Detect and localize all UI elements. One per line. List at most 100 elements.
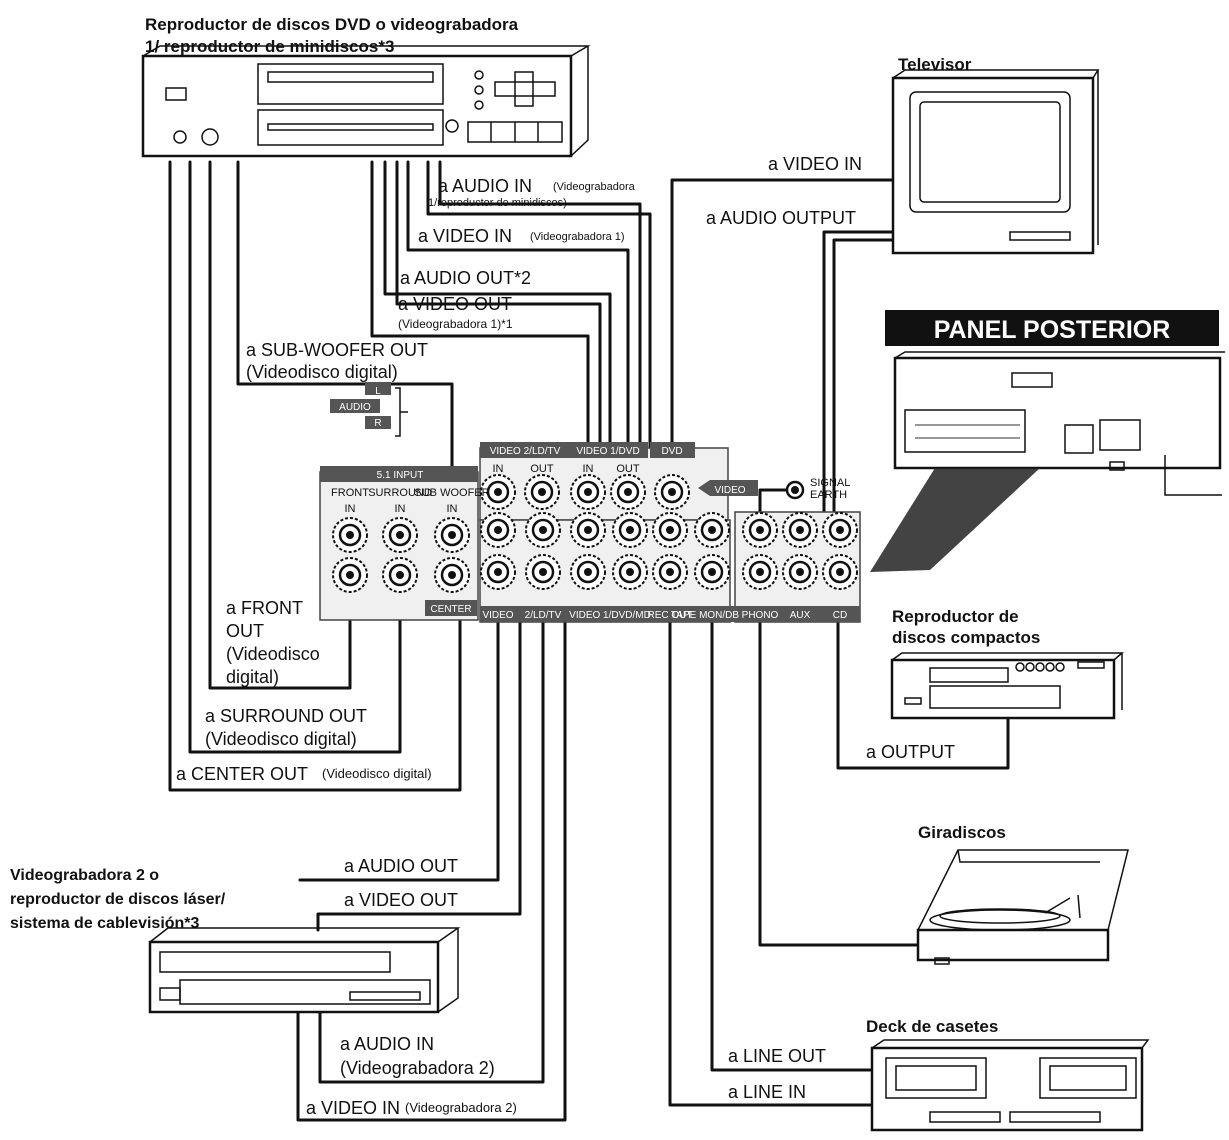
panel-subwoofer-label: SUB WOOFER [414, 487, 489, 499]
label-audio-in-vcr1-sub1: (Videograbadora [553, 181, 636, 193]
jack-dvd-video-in [654, 474, 690, 510]
jack-surround-r [382, 557, 418, 593]
jack-center [434, 557, 470, 593]
cable-tv-video-in [670, 178, 897, 494]
receiver-panel-labels: L AUDIO R 5.1 INPUT FRONT SURROUND SUB W… [331, 386, 850, 621]
jack-front-l [332, 517, 368, 553]
zoom-connector-shape [870, 468, 1040, 572]
tape-title: Deck de casetes [866, 1017, 998, 1036]
label-audio-out-2: a AUDIO OUT*2 [400, 268, 531, 288]
jack-phono-r [742, 554, 778, 590]
dvd-title-line1: Reproductor de discos DVD o videograbado… [145, 15, 519, 34]
jack-surround-l [382, 517, 418, 553]
cable-front-out [208, 160, 352, 690]
label-vcr2-audio-out: a AUDIO OUT [344, 856, 458, 876]
television-device [891, 69, 1100, 255]
cable-labels: a AUDIO IN (Videograbadora 1/reproductor… [176, 154, 955, 1118]
cable-vcr1-video-in [406, 160, 630, 492]
panel-video2-in-label: IN [493, 463, 504, 475]
cable-vcr2-audio-in [318, 570, 545, 1084]
label-vcr2-video-out: a VIDEO OUT [344, 890, 458, 910]
panel-video1-out-label: OUT [616, 463, 640, 475]
panel-front-in-label: IN [345, 503, 356, 515]
label-audio-in-vcr1-sub2: 1/reproductor de minidiscos) [428, 197, 567, 209]
label-tape-line-in: a LINE IN [728, 1082, 806, 1102]
panel-surround-in-label: IN [395, 503, 406, 515]
rear-panel-title: PANEL POSTERIOR [934, 316, 1171, 344]
cable-turntable [758, 570, 922, 947]
tv-title: Televisor [898, 55, 972, 74]
panel-bottom-tape-label: TAPE MON/DB [671, 610, 739, 621]
panel-subwoofer-in-label: IN [447, 503, 458, 515]
jack-aux-l [782, 512, 818, 548]
dvd-player-device [141, 45, 591, 158]
cd-player-device [890, 652, 1124, 720]
device-titles: Reproductor de discos DVD o videograbado… [10, 15, 1170, 1036]
jack-video1-video-out [610, 474, 646, 510]
jack-video1-audio-out-l [612, 512, 648, 548]
receiver-jacks [332, 474, 858, 593]
jack-video1-video-in [570, 474, 606, 510]
jack-front-r [332, 557, 368, 593]
label-vcr2-audio-in-2: (Videograbadora 2) [340, 1058, 495, 1078]
jack-video1-audio-out-r [612, 554, 648, 590]
cd-title-line2: discos compactos [892, 628, 1040, 647]
jack-video2-audio-in-l [480, 512, 516, 548]
cable-surround-out [188, 160, 402, 754]
label-audio-in-vcr1: a AUDIO IN [438, 176, 532, 196]
turntable-title: Giradiscos [918, 823, 1006, 842]
dvd-title-line2: 1/ reproductor de minidiscos*3 [145, 37, 394, 56]
label-cd-output: a OUTPUT [866, 742, 955, 762]
panel-earth-label: EARTH [810, 489, 847, 501]
cable-tape-line-out [710, 570, 872, 1072]
panel-signal-label: SIGNAL [810, 477, 850, 489]
panel-center-label: CENTER [430, 604, 471, 615]
label-tv-audio-output: a AUDIO OUTPUT [706, 208, 856, 228]
label-video-out-sub: (Videograbadora 1)*1 [398, 317, 513, 331]
panel-r-label: R [374, 418, 381, 429]
label-video-in-vcr1: a VIDEO IN [418, 226, 512, 246]
tape-deck-device [870, 1039, 1150, 1132]
label-video-out: a VIDEO OUT [398, 294, 512, 314]
cable-vcr1-video-out [370, 160, 590, 494]
jack-video2-audio-out-r [525, 554, 561, 590]
cable-cd-output [836, 570, 1010, 770]
jack-video2-audio-in-r [480, 554, 516, 590]
panel-dvd-label: DVD [661, 446, 682, 457]
label-surround-sub: (Videodisco digital) [205, 729, 357, 749]
vcr2-device [148, 927, 461, 1014]
panel-51-input-label: 5.1 INPUT [377, 470, 424, 481]
label-sub-woofer-out: a SUB-WOOFER OUT [246, 340, 428, 360]
jack-rec-out-l [652, 512, 688, 548]
jack-video2-audio-out-l [525, 512, 561, 548]
label-center-out: a CENTER OUT [176, 764, 308, 784]
jack-video2-video-in [480, 474, 516, 510]
label-vcr2-audio-in-1: a AUDIO IN [340, 1034, 434, 1054]
cd-title-line1: Reproductor de [892, 607, 1019, 626]
jack-video1-audio-in-r [570, 554, 606, 590]
turntable-device [916, 849, 1129, 965]
signal-ground-terminal [785, 480, 805, 500]
vcr2-title-line1: Videograbadora 2 o [10, 867, 159, 884]
label-tape-line-out: a LINE OUT [728, 1046, 826, 1066]
panel-video-tag: VIDEO [714, 485, 745, 496]
jack-rec-out-r [652, 554, 688, 590]
jack-video1-audio-in-l [570, 512, 606, 548]
rear-panel-title-bg [885, 310, 1219, 346]
panel-bottom-video1-label: VIDEO 1/DVD/MD [569, 610, 651, 621]
panel-audio-label: AUDIO [339, 402, 371, 413]
connection-cables [168, 160, 1010, 1122]
label-surround-out: a SURROUND OUT [205, 706, 367, 726]
label-front-out-1: a FRONT [226, 598, 303, 618]
panel-bottom-aux-label: AUX [790, 610, 811, 621]
cable-tape-line-in [668, 570, 872, 1107]
label-vcr2-video-in-sub: (Videograbadora 2) [405, 1100, 517, 1115]
jack-subwoofer [434, 517, 470, 553]
label-center-sub: (Videodisco digital) [322, 766, 432, 781]
label-front-out-4: digital) [226, 667, 279, 687]
panel-bottom-cd-label: CD [833, 610, 847, 621]
panel-video2-out-label: OUT [530, 463, 554, 475]
panel-bottom-video-label: VIDEO [482, 610, 513, 621]
label-sub-woofer-sub: (Videodisco digital) [246, 362, 398, 382]
panel-front-label: FRONT [331, 487, 369, 499]
